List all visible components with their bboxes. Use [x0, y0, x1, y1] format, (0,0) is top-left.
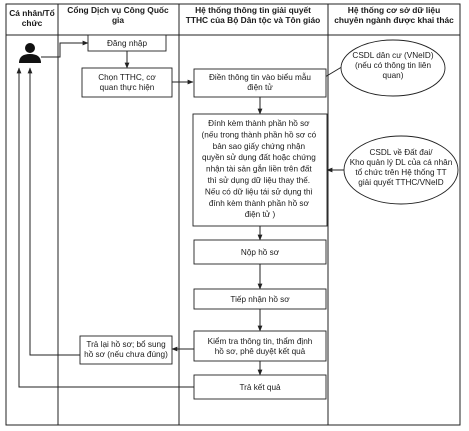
node-attach-documents: Đính kèm thành phần hồ sơ (nếu trong thà… [192, 113, 328, 227]
svg-text:Đính kèm thành phần hồ sơ: Đính kèm thành phần hồ sơ (nếu trong thà… [202, 119, 319, 219]
node-land-database: CSDL về Đất đai/Kho quản lý DL của cá nh… [343, 135, 459, 205]
connector-result-to-user [16, 67, 194, 388]
svg-text:Tiếp nhận hồ sơ: Tiếp nhận hồ sơ [230, 295, 290, 304]
connector-user-to-login [41, 40, 89, 58]
user-icon [19, 43, 41, 63]
node-receive: Tiếp nhận hồ sơ [193, 288, 327, 310]
svg-text:Đăng nhập: Đăng nhập [107, 39, 148, 48]
connector-return-to-user [27, 67, 80, 356]
node-return-result: Trả kết quả [193, 374, 327, 400]
svg-text:CSDL về Đất đai/Kho quản lý DL: CSDL về Đất đai/Kho quản lý DL của cá nh… [350, 148, 453, 187]
svg-text:CSDL dân cư (VNeID)(nếu có thô: CSDL dân cư (VNeID)(nếu có thông tin liê… [352, 51, 433, 80]
svg-text:Nộp hồ sơ: Nộp hồ sơ [241, 248, 280, 257]
node-login: Đăng nhập [87, 34, 167, 52]
svg-text:Trả kết quả: Trả kết quả [239, 383, 281, 392]
node-population-database: CSDL dân cư (VNeID)(nếu có thông tin liê… [340, 39, 446, 97]
connectors [16, 40, 346, 388]
node-submit: Nộp hồ sơ [193, 239, 327, 265]
